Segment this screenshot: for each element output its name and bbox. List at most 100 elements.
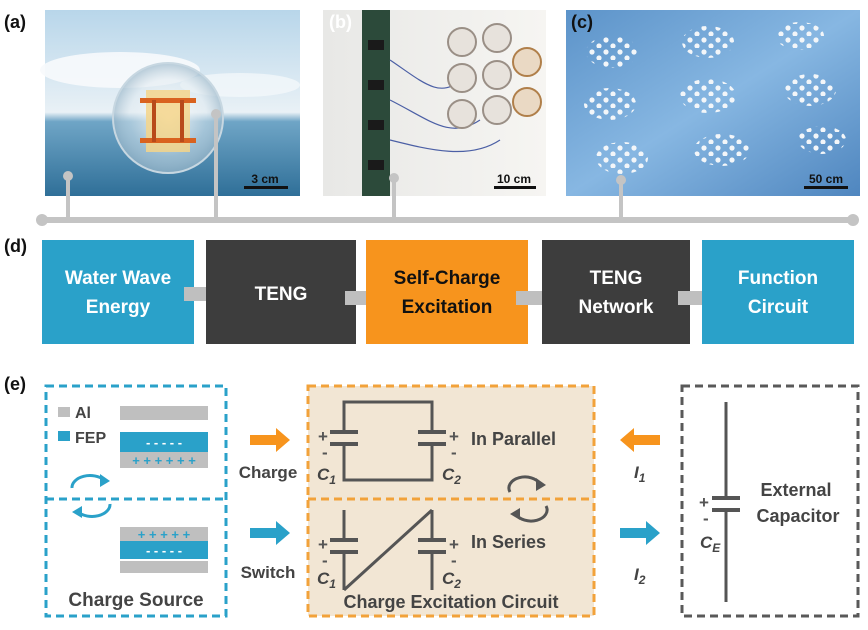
teng-cluster xyxy=(586,36,638,68)
series-label: In Series xyxy=(471,532,546,552)
external-line2: Capacitor xyxy=(756,506,839,526)
teng-plate xyxy=(140,138,196,143)
teng-cluster xyxy=(584,88,636,120)
panel-e: (e) Al FEP - - - - - + + + + + + + + + +… xyxy=(4,374,860,618)
panel-b-scale: 10 cm xyxy=(497,172,531,186)
box-water-wave-line1: Water Wave xyxy=(65,268,171,289)
teng-unit xyxy=(447,27,477,57)
c1-plus: + xyxy=(318,427,328,446)
timeline-dot xyxy=(63,171,73,181)
box-self-charge-excitation xyxy=(366,240,528,344)
scale-bar-b xyxy=(494,186,536,189)
teng-cluster xyxy=(596,142,648,174)
parallel-wire xyxy=(342,444,434,482)
box-teng-network-line1: TENG xyxy=(590,268,643,289)
cycle-arrow-head xyxy=(100,474,110,487)
box-teng-network-line2: Network xyxy=(579,297,654,318)
excitation-title: Charge Excitation Circuit xyxy=(343,592,558,612)
panel-c-scale: 50 cm xyxy=(809,172,843,186)
c2-plus: + xyxy=(449,427,459,446)
box-self-charge-line2: Excitation xyxy=(402,297,493,318)
legend-al-swatch xyxy=(58,407,70,417)
box-teng-line1: TENG xyxy=(255,284,308,305)
external-capacitor-box: + - CE External Capacitor xyxy=(680,384,860,618)
legend-fep-label: FEP xyxy=(75,430,106,447)
teng-plate xyxy=(140,98,196,103)
teng-unit xyxy=(482,23,512,53)
scale-bar-c xyxy=(804,186,848,189)
circuit-component xyxy=(368,120,384,130)
c1-label: C1 xyxy=(317,465,336,487)
legend-al-label: Al xyxy=(75,405,91,422)
charge-source-title: Charge Source xyxy=(68,590,203,611)
teng-bar xyxy=(152,100,156,142)
c1s-label: C1 xyxy=(317,569,336,591)
panel-d-label: (d) xyxy=(4,236,27,256)
al-top-electrode-2 xyxy=(120,527,208,541)
fep-layer xyxy=(120,432,208,452)
cycle-arrow-head xyxy=(510,508,520,520)
teng-cluster xyxy=(682,26,734,58)
c2s-plus: + xyxy=(449,535,459,554)
charge-arrow xyxy=(250,428,290,452)
box-teng-network xyxy=(542,240,690,344)
fep-layer-2 xyxy=(120,541,208,559)
fep-minus-charges: - - - - - xyxy=(146,435,182,450)
i1-label: I1 xyxy=(634,463,646,485)
panel-c: 50 cm (c) xyxy=(566,10,860,196)
parallel-wire xyxy=(342,400,434,432)
scale-bar-a xyxy=(244,186,288,189)
circuit-component xyxy=(368,80,384,90)
teng-cluster xyxy=(694,134,750,166)
ce-plus: + xyxy=(699,493,709,512)
c2-minus: - xyxy=(451,443,457,462)
charge-source-border xyxy=(44,384,228,618)
al-plus-charges: + + + + + + xyxy=(132,453,196,468)
teng-unit xyxy=(482,60,512,90)
teng-unit xyxy=(512,87,542,117)
i2-arrow xyxy=(620,521,660,545)
ce-label: CE xyxy=(700,533,721,555)
panel-b-label: (b) xyxy=(329,12,352,32)
teng-unit xyxy=(482,95,512,125)
panel-a-scale: 3 cm xyxy=(251,172,278,186)
panel-e-label: (e) xyxy=(4,374,26,394)
timeline xyxy=(36,109,859,226)
al-bottom-electrode xyxy=(120,452,208,468)
panel-c-label: (c) xyxy=(571,12,593,32)
box-function-line2: Circuit xyxy=(748,297,809,318)
box-function-circuit xyxy=(702,240,854,344)
charge-source-box: Al FEP - - - - - + + + + + + + + + + + -… xyxy=(44,384,228,618)
teng-cluster xyxy=(798,126,846,154)
excitation-circuit-box: + - + - C1 C2 In Parallel + - + - C1 C2 … xyxy=(306,384,596,618)
teng-unit xyxy=(447,63,477,93)
c2-label: C2 xyxy=(442,465,461,487)
teng-cluster xyxy=(680,79,736,113)
timeline-end xyxy=(36,214,48,226)
box-water-wave-line2: Energy xyxy=(86,297,151,318)
timeline-dot xyxy=(389,173,399,183)
al-bottom-electrode-2 xyxy=(120,561,208,573)
al-plus-charges-2: + + + + + xyxy=(138,527,191,542)
external-border xyxy=(680,384,860,618)
timeline-end xyxy=(847,214,859,226)
teng-cluster xyxy=(784,74,836,106)
c1s-minus: - xyxy=(322,551,328,570)
box-function-line1: Function xyxy=(738,268,818,289)
cycle-arrow-head xyxy=(72,506,82,518)
i1-arrow xyxy=(620,428,660,452)
teng-cluster xyxy=(776,22,824,50)
box-self-charge-line1: Self-Charge xyxy=(394,268,501,289)
c1s-plus: + xyxy=(318,535,328,554)
cycle-arrow-head xyxy=(536,478,546,491)
timeline-dot xyxy=(616,175,626,185)
panel-d: (d) Water Wave Energy TENG Self-Charge E… xyxy=(4,236,854,344)
teng-unit xyxy=(447,99,477,129)
al-top-electrode xyxy=(120,406,208,420)
series-wire xyxy=(342,508,434,592)
ce-minus: - xyxy=(703,509,709,528)
external-line1: External xyxy=(760,480,831,500)
timeline-dot xyxy=(211,109,221,119)
i2-label: I2 xyxy=(634,565,646,587)
cycle-arrow-icon xyxy=(77,503,112,518)
